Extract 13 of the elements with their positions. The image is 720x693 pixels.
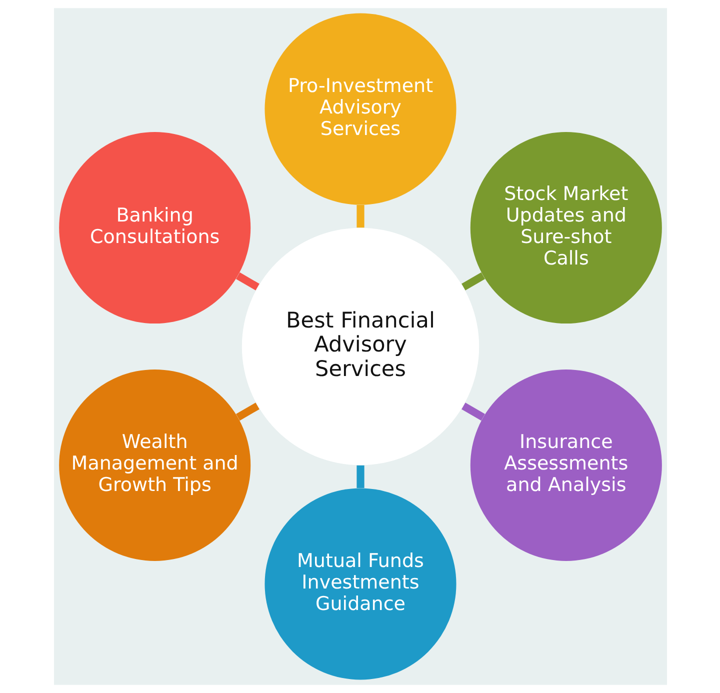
- node-circle: Wealth Management and Growth Tips: [58, 369, 250, 561]
- node-circle: Stock Market Updates and Sure-shot Calls: [470, 132, 662, 324]
- node-circle: Best Financial Advisory Services: [241, 228, 479, 466]
- node-circle: Banking Consultations: [58, 132, 250, 324]
- node-circle: Pro-Investment Advisory Services: [264, 13, 456, 205]
- connector: [356, 465, 364, 488]
- node-circle: Insurance Assessments and Analysis: [470, 369, 662, 561]
- connector: [236, 272, 259, 290]
- node-circle: Mutual Funds Investments Guidance: [264, 488, 456, 680]
- connector: [356, 204, 364, 228]
- connector: [236, 402, 259, 421]
- connector: [461, 272, 484, 290]
- connector: [461, 402, 484, 421]
